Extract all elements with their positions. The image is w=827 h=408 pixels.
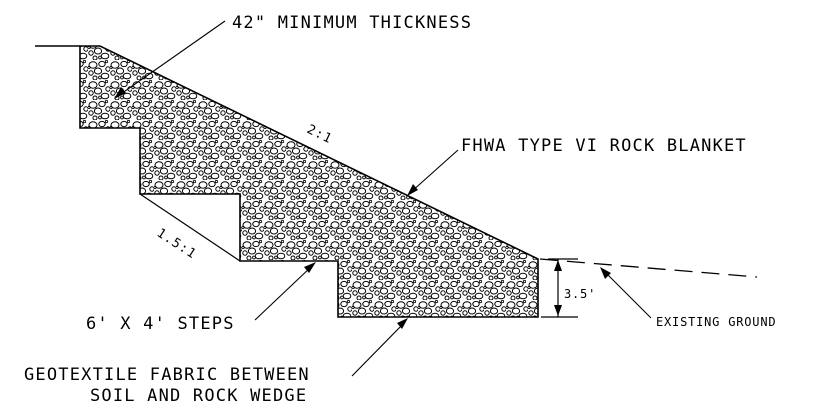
existing-ground-label: EXISTING GROUND xyxy=(656,315,776,329)
step-slope-line xyxy=(139,193,241,262)
dimension-label: 3.5' xyxy=(564,287,596,301)
geotextile-label-line1: GEOTEXTILE FABRIC BETWEEN xyxy=(24,365,310,385)
leader-steps-arrow xyxy=(304,262,316,273)
steps-label: 6' X 4' STEPS xyxy=(86,314,235,334)
dimension-arrow-down xyxy=(554,305,562,316)
leader-steps xyxy=(254,265,313,321)
existing-ground-line xyxy=(539,258,758,278)
rock-blanket-fill xyxy=(79,45,539,318)
min-thickness-label: 42" MINIMUM THICKNESS xyxy=(232,13,472,33)
leader-rock-blanket xyxy=(410,149,459,193)
slope-2-1-label: 2:1 xyxy=(304,122,334,147)
leader-rock-blanket-arrow xyxy=(407,184,418,196)
leader-min-thickness xyxy=(117,20,226,97)
leader-existing-ground xyxy=(603,270,652,319)
geotextile-label-line2: SOIL AND ROCK WEDGE xyxy=(90,386,307,406)
leader-min-thickness-arrow xyxy=(114,87,126,99)
leader-geotextile-arrow xyxy=(397,318,408,329)
rock-blanket-label: FHWA TYPE VI ROCK BLANKET xyxy=(461,136,747,156)
dimension-arrow-up xyxy=(554,260,562,271)
leader-geotextile xyxy=(351,321,406,377)
leader-existing-ground-arrow xyxy=(600,267,611,279)
slope-1-5-1-label: 1.5:1 xyxy=(154,226,199,263)
